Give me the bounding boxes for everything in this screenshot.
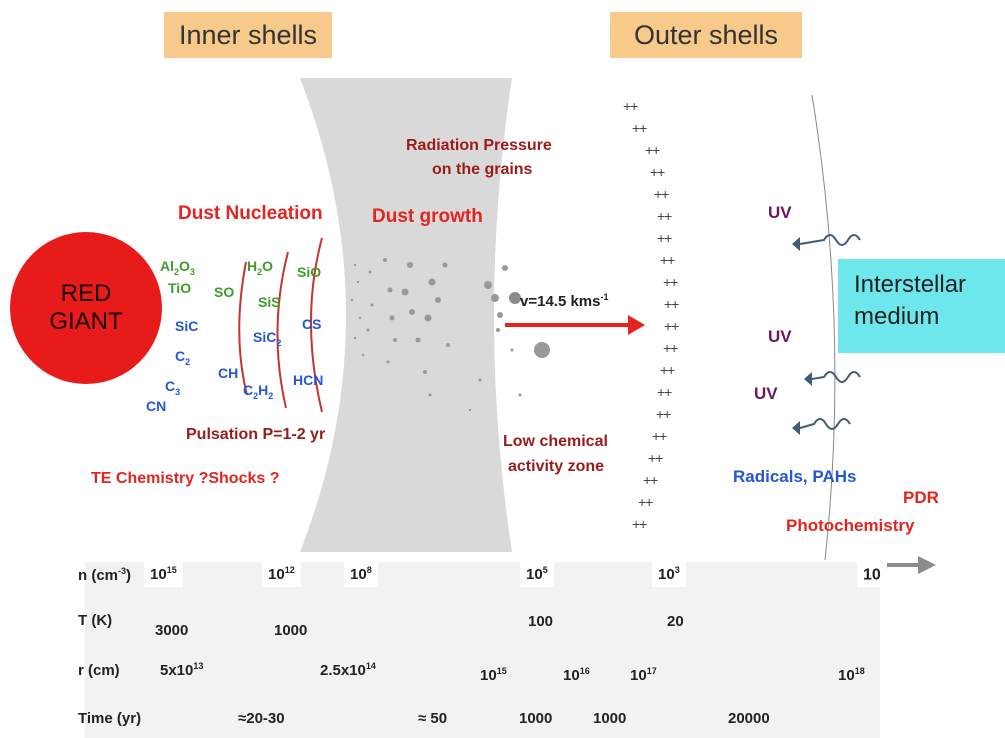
radius-value: 5x1013: [160, 661, 204, 679]
molecule-hcn: HCN: [293, 372, 324, 388]
molecule-tio: TiO: [168, 280, 192, 296]
radius-value: 1018: [838, 666, 865, 684]
plus-marker: ++: [648, 450, 663, 466]
shell-arc-3: [310, 237, 323, 413]
low-chemical-label-2: activity zone: [508, 458, 605, 475]
velocity-arrow: [505, 315, 645, 335]
pdr-label: PDR: [903, 488, 939, 507]
plus-marker: ++: [657, 230, 672, 246]
time-value: 1000: [593, 710, 627, 727]
interstellar-medium-box: Interstellar medium: [838, 259, 1005, 353]
plus-marker: ++: [664, 296, 679, 312]
red-giant-label-2: GIANT: [49, 308, 123, 335]
plus-marker: ++: [657, 208, 672, 224]
plus-marker: ++: [645, 142, 660, 158]
temperature-row-label: T (K): [78, 612, 113, 629]
radius-value: 1015: [480, 666, 507, 684]
radius-value: 2.5x1014: [320, 661, 376, 679]
molecule-ch: CH: [218, 365, 239, 381]
plus-marker: ++: [654, 186, 669, 202]
photochemistry-label: Photochemistry: [786, 516, 915, 535]
uv-label-3: UV: [754, 384, 778, 403]
uv-arrows: [792, 234, 861, 435]
time-value: 20000: [728, 710, 770, 727]
plus-marker: ++: [664, 318, 679, 334]
plus-marker: ++: [638, 494, 653, 510]
molecule-so: SO: [214, 284, 235, 300]
radius-row-label: r (cm): [78, 662, 120, 679]
pulsation-label: Pulsation P=1-2 yr: [186, 426, 326, 443]
properties-table: [85, 562, 880, 738]
molecule-sic: SiC: [175, 318, 199, 334]
density-value: 1012: [262, 553, 301, 587]
dust-nucleation-label: Dust Nucleation: [178, 203, 323, 224]
molecule-sis: SiS: [258, 294, 281, 310]
plus-marker: ++: [632, 516, 647, 532]
molecule-c2: C2: [175, 348, 191, 367]
density-value: 108: [344, 553, 378, 587]
shell-arc-1: [238, 261, 248, 396]
plus-marker: ++: [660, 362, 675, 378]
uv-label-1: UV: [768, 203, 792, 222]
plus-marker: ++: [650, 164, 665, 180]
uv-label-2: UV: [768, 327, 792, 346]
time-value: ≈20-30: [238, 710, 285, 727]
shell-arc-2: [276, 251, 289, 409]
dust-grains: [350, 258, 550, 412]
plus-marker: ++: [657, 384, 672, 400]
plus-marker: ++: [632, 120, 647, 136]
plus-marker: ++: [656, 406, 671, 422]
plus-marker: ++: [663, 274, 678, 290]
density-row-label: n (cm-3): [78, 566, 132, 584]
radiation-pressure-label-2: on the grains: [432, 161, 533, 178]
velocity-label: v=14.5 kms-1: [520, 292, 609, 310]
ism-label-2: medium: [854, 303, 940, 330]
molecule-al2o3: Al2O3: [160, 258, 195, 277]
ism-boundary-curve: [811, 94, 836, 561]
temperature-value: 1000: [274, 622, 308, 639]
temperature-value: 3000: [155, 622, 189, 639]
red-giant-star: RED GIANT: [10, 232, 162, 384]
density-value: 1015: [144, 553, 183, 587]
radius-value: 1017: [630, 666, 657, 684]
plus-marker: ++: [660, 252, 675, 268]
molecule-cn: CN: [146, 398, 167, 414]
te-chemistry-label: TE Chemistry ?Shocks ?: [91, 470, 280, 487]
temperature-value: 100: [528, 613, 554, 630]
low-chemical-label-1: Low chemical: [503, 433, 608, 450]
time-value: ≈ 50: [418, 710, 448, 727]
ism-label-1: Interstellar: [854, 271, 967, 298]
molecule-cs: CS: [302, 316, 322, 332]
density-value: 10: [857, 553, 887, 587]
radiation-pressure-label-1: Radiation Pressure: [406, 137, 552, 154]
red-giant-label-1: RED: [60, 280, 112, 307]
dust-growth-label: Dust growth: [372, 206, 483, 227]
molecule-h2o: H2O: [247, 258, 274, 277]
outer-shells-header: Outer shells: [610, 12, 802, 58]
radicals-pahs-label: Radicals, PAHs: [733, 467, 857, 486]
molecule-sio: SiO: [297, 264, 322, 280]
inner-shells-header: Inner shells: [164, 12, 332, 58]
density-value: 105: [520, 553, 554, 587]
density-value: 103: [652, 553, 686, 587]
plus-marker: ++: [663, 340, 678, 356]
molecule-c2h2: C2H2: [243, 382, 274, 401]
radius-value: 1016: [563, 666, 590, 684]
molecule-c3: C3: [165, 378, 181, 397]
plus-marker: ++: [623, 98, 638, 114]
molecule-sic2: SiC2: [253, 329, 282, 348]
time-value: 1000: [519, 710, 553, 727]
temperature-value: 20: [667, 613, 684, 630]
plus-marker: ++: [652, 428, 667, 444]
plus-marker: ++: [643, 472, 658, 488]
time-row-label: Time (yr): [78, 710, 142, 727]
dust-shell-band: [300, 78, 512, 552]
